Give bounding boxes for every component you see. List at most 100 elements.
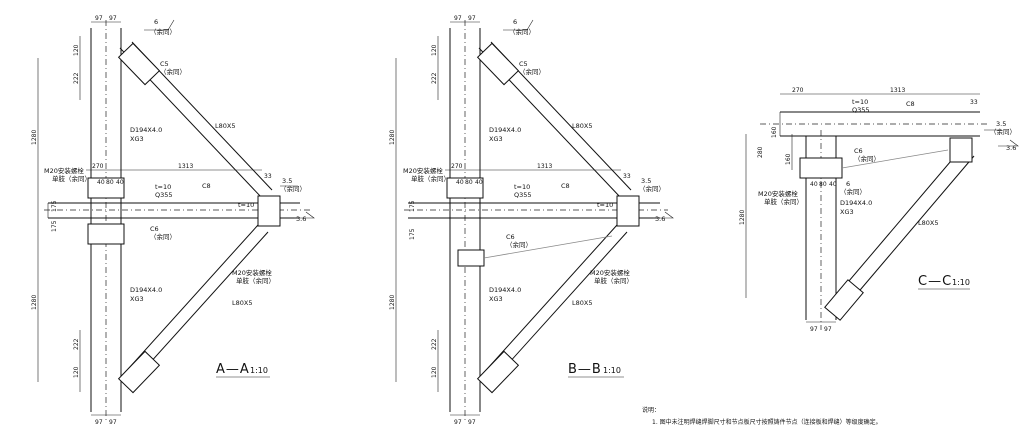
b-dim-v222-bot: 222 — [431, 338, 438, 350]
label-angle-lower: L80X5 — [232, 299, 252, 307]
dim-270: 270 — [92, 163, 104, 170]
b-label-w35-sub: （余同） — [639, 184, 665, 193]
b-label-plate-mat: Q355 — [514, 191, 532, 199]
c-label-bolt: M20安装螺栓 — [758, 189, 798, 198]
notes-block: 说明： 1. 图中未注明焊缝焊脚尺寸和节点板尺寸按照铸件节点（连接板和焊缝）等级… — [642, 406, 882, 426]
dim-mid-small-1: 40 — [97, 179, 105, 186]
b-label-t10-right: t=10 — [597, 201, 613, 209]
view-a: 97 97 97 97 120 222 1280 1280 222 120 17… — [31, 15, 315, 426]
c-dim-mid-3: 160 — [785, 153, 792, 165]
label-t10-right: t=10 — [238, 201, 254, 209]
c-dim-total: 1280 — [739, 210, 746, 225]
b-label-tube-lower: D194X4.0 — [489, 286, 521, 294]
b-dim-mid-small-3: 40 — [475, 179, 483, 186]
c-label-plate-mat: Q355 — [852, 106, 870, 114]
c-label-c6-sub: （余同） — [854, 154, 880, 163]
dim-mid-vert-2: 175 — [51, 220, 58, 232]
c-dim-col-right: 97 — [824, 326, 832, 333]
dim-col-bot-right: 97 — [109, 419, 117, 426]
label-c5: C5 — [160, 60, 169, 68]
dim-v120-bot: 120 — [73, 366, 80, 378]
label-c6: C6 — [150, 225, 159, 233]
b-label-angle-lower: L80X5 — [572, 299, 592, 307]
dim-1313: 1313 — [178, 163, 193, 170]
b-dim-col-bot-left: 97 — [454, 419, 462, 426]
label-w36: 3.6 — [296, 215, 306, 223]
b-dim-mid-small-1: 40 — [456, 179, 464, 186]
c-label-c6: C6 — [854, 147, 863, 155]
label-c8: C8 — [202, 182, 211, 190]
c-label-w6: 6 — [846, 180, 850, 188]
dim-v222-bot: 222 — [73, 338, 80, 350]
c-dim-1313: 1313 — [890, 87, 905, 94]
b-label-c5-sub: （余同） — [519, 67, 545, 76]
label-weld-top: 6 — [154, 18, 158, 26]
b-label-c6: C6 — [506, 233, 515, 241]
c-label-w35: 3.5 — [996, 120, 1006, 128]
b-label-bolt-right: M20安装螺栓 — [590, 268, 630, 277]
dim-mid-vert-1: 175 — [51, 200, 58, 212]
b-label-bolt-left: M20安装螺栓 — [403, 166, 443, 175]
b-dim-total-lower: 1280 — [389, 295, 396, 310]
b-label-c8: C8 — [561, 182, 570, 190]
b-label-bolt-left-sub: 单肢（余同） — [411, 174, 450, 183]
label-c6-sub: （余同） — [150, 232, 176, 241]
c-label-tube-mat: XG3 — [840, 208, 854, 216]
b-dim-270: 270 — [451, 163, 463, 170]
c-label-w35-sub: （余同） — [990, 127, 1016, 136]
label-tube-upper-mat: XG3 — [130, 135, 144, 143]
c-dim-mid-2: 160 — [771, 126, 778, 138]
b-label-w36: 3.6 — [655, 215, 665, 223]
b-label-c6-sub: （余同） — [506, 240, 532, 249]
b-label-tube-upper: D194X4.0 — [489, 126, 521, 134]
b-dim-col-top-left: 97 — [454, 15, 462, 22]
b-dim-mid-small-2: 80 — [465, 179, 473, 186]
view-a-scale: 1:10 — [250, 366, 268, 375]
label-tube-lower-mat: XG3 — [130, 295, 144, 303]
c-dim-col-left: 97 — [810, 326, 818, 333]
b-dim-1313: 1313 — [537, 163, 552, 170]
dim-total-upper: 1280 — [31, 130, 38, 145]
c-dim-small-3: 40 — [829, 181, 837, 188]
label-plate-mat: Q355 — [155, 191, 173, 199]
b-label-tube-lower-mat: XG3 — [489, 295, 503, 303]
label-angle-upper: L80X5 — [215, 122, 235, 130]
b-dim-total-upper: 1280 — [389, 130, 396, 145]
c-dim-small-2: 80 — [819, 181, 827, 188]
label-w35: 3.5 — [282, 177, 292, 185]
b-dim-mid-vert-2: 175 — [409, 228, 416, 240]
label-weld-top-sub: （余同） — [150, 27, 176, 36]
b-label-angle-upper: L80X5 — [572, 122, 592, 130]
b-label-bolt-right-sub: 单肢（余同） — [594, 276, 633, 285]
b-dim-mid-vert-1: 175 — [409, 200, 416, 212]
b-label-weld-top: 6 — [513, 18, 517, 26]
b-dim-v120-bot: 120 — [431, 366, 438, 378]
view-b-scale: 1:10 — [603, 366, 621, 375]
dim-total-lower: 1280 — [31, 295, 38, 310]
c-dim-33: 33 — [970, 99, 978, 106]
label-bolt-right-sub: 单肢（余同） — [236, 276, 275, 285]
b-label-c5: C5 — [519, 60, 528, 68]
b-label-tube-upper-mat: XG3 — [489, 135, 503, 143]
dim-col-top-right: 97 — [109, 15, 117, 22]
c-dim-small-1: 40 — [810, 181, 818, 188]
label-bolt-left: M20安装螺栓 — [44, 166, 84, 175]
notes-heading: 说明： — [642, 406, 660, 414]
dim-mid-small-3: 40 — [116, 179, 124, 186]
b-label-weld-top-sub: （余同） — [509, 27, 535, 36]
label-tube-upper: D194X4.0 — [130, 126, 162, 134]
label-tube-lower: D194X4.0 — [130, 286, 162, 294]
notes-line-1: 1. 图中未注明焊缝焊脚尺寸和节点板尺寸按照铸件节点（连接板和焊缝）等级度确定。 — [652, 418, 882, 426]
b-dim-col-bot-right: 97 — [468, 419, 476, 426]
c-label-plate: t=10 — [852, 98, 868, 106]
c-label-c8: C8 — [906, 100, 915, 108]
label-plate: t=10 — [155, 183, 171, 191]
c-label-w36: 3.6 — [1006, 144, 1016, 152]
label-w35-sub: （余同） — [280, 184, 306, 193]
dim-v222-top: 222 — [73, 72, 80, 84]
c-label-w6-sub: （余同） — [840, 187, 866, 196]
b-dim-col-top-right: 97 — [468, 15, 476, 22]
label-bolt-right: M20安装螺栓 — [232, 268, 272, 277]
c-dim-mid-1: 280 — [757, 146, 764, 158]
